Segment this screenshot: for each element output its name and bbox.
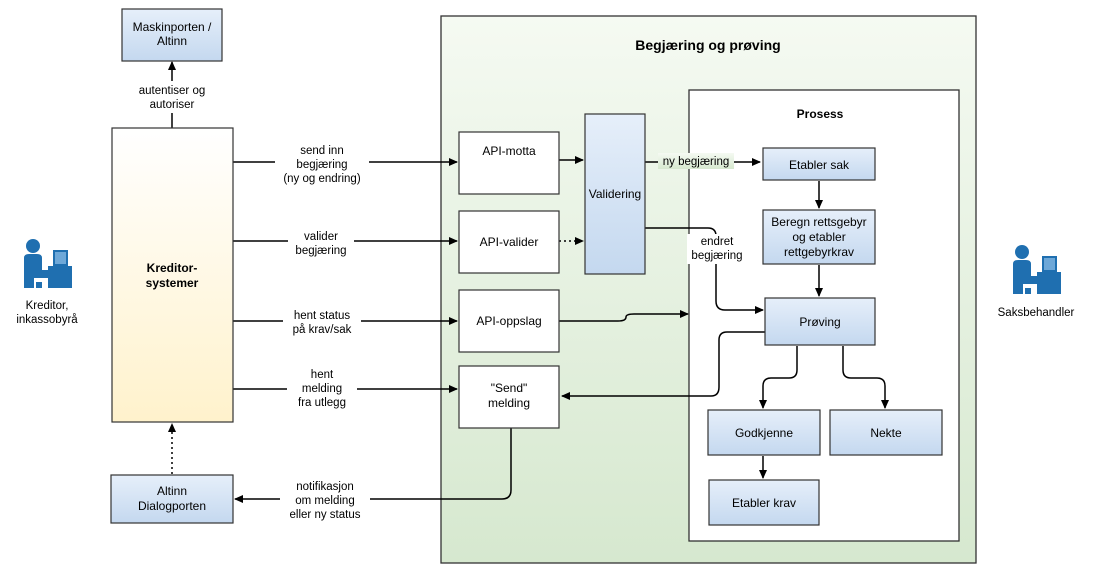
kreditor-systemer-label-1: Kreditor-: [147, 261, 198, 275]
label-endret-2: begjæring: [691, 250, 742, 262]
beregn-label-3: rettgebyrkrav: [784, 245, 854, 259]
maskinporten-node[interactable]: Maskinporten / Altinn: [121, 8, 223, 62]
godkjenne-node[interactable]: Godkjenne: [707, 409, 821, 456]
altinn-dialog-label-2: Dialogporten: [138, 499, 206, 513]
edge-notifikasjon: [234, 428, 512, 503]
label-valider-2: begjæring: [295, 245, 346, 257]
saksbehandler-actor-label: Saksbehandler: [998, 307, 1075, 319]
kreditor-systemer-node[interactable]: Kreditor- systemer: [111, 127, 234, 423]
edge-labels: autentiser og autoriser send inn begjæri…: [133, 81, 747, 522]
edge-proving-godkjenne: [759, 346, 798, 409]
kreditor-actor: Kreditor, inkassobyrå: [16, 239, 78, 326]
edge-endret-begjaering: [645, 227, 764, 314]
api-motta-node[interactable]: API-motta: [458, 131, 560, 195]
etabler-krav-node[interactable]: Etabler krav: [708, 479, 820, 526]
etabler-sak-node[interactable]: Etabler sak: [762, 147, 876, 181]
api-valider-node[interactable]: API-valider: [458, 210, 560, 274]
kreditor-actor-label-2: inkassobyrå: [16, 314, 78, 326]
label-hent-melding-1: hent: [311, 369, 334, 381]
proving-node[interactable]: Prøving: [764, 297, 876, 346]
person-at-computer-icon: [1013, 245, 1061, 294]
label-hent-melding-3: fra utlegg: [298, 397, 346, 409]
validering-label: Validering: [589, 187, 641, 201]
label-notifikasjon-1: notifikasjon: [296, 481, 354, 493]
proving-label: Prøving: [799, 315, 840, 329]
api-oppslag-label: API-oppslag: [476, 314, 541, 328]
api-oppslag-node[interactable]: API-oppslag: [458, 289, 560, 353]
kreditor-actor-label-1: Kreditor,: [26, 300, 69, 312]
label-notifikasjon-3: eller ny status: [290, 509, 361, 521]
label-autentiser-2: autoriser: [150, 99, 195, 111]
label-hent-status-2: på krav/sak: [293, 324, 352, 336]
label-hent-status-1: hent status: [294, 310, 351, 322]
edge-proving-send: [561, 331, 765, 400]
api-motta-label: API-motta: [482, 144, 536, 158]
edge-oppslag-prosess: [559, 310, 689, 322]
etabler-krav-label: Etabler krav: [732, 496, 796, 510]
altinn-dialogporten-node[interactable]: Altinn Dialogporten: [110, 474, 234, 524]
saksbehandler-actor: Saksbehandler: [998, 245, 1075, 319]
person-at-computer-icon: [24, 239, 72, 288]
etabler-sak-label: Etabler sak: [789, 158, 850, 172]
send-melding-label-2: melding: [488, 396, 530, 410]
outer-title: Begjæring og prøving: [635, 37, 780, 53]
label-send-inn-1: send inn: [300, 145, 343, 157]
inner-title: Prosess: [797, 107, 844, 121]
nekte-label: Nekte: [870, 426, 902, 440]
send-melding-label-1: "Send": [491, 381, 528, 395]
label-ny-begjaering: ny begjæring: [663, 156, 729, 168]
label-send-inn-2: begjæring: [296, 159, 347, 171]
nekte-node[interactable]: Nekte: [829, 409, 943, 456]
label-send-inn-3: (ny og endring): [283, 173, 361, 185]
maskinporten-label-2: Altinn: [157, 34, 187, 48]
kreditor-systemer-label-2: systemer: [146, 276, 199, 290]
label-valider-1: valider: [304, 231, 338, 243]
label-endret-1: endret: [701, 236, 734, 248]
validering-node[interactable]: Validering: [584, 113, 646, 275]
send-melding-node[interactable]: "Send" melding: [458, 365, 560, 429]
label-notifikasjon-2: om melding: [295, 495, 354, 507]
godkjenne-label: Godkjenne: [735, 426, 793, 440]
label-autentiser-1: autentiser og: [139, 85, 206, 97]
altinn-dialog-label-1: Altinn: [157, 484, 187, 498]
beregn-label-1: Beregn rettsgebyr: [771, 215, 866, 229]
edge-proving-nekte: [842, 346, 889, 409]
maskinporten-label-1: Maskinporten /: [133, 20, 212, 34]
api-valider-label: API-valider: [480, 235, 539, 249]
label-hent-melding-2: melding: [302, 383, 342, 395]
beregn-label-2: og etabler: [792, 230, 845, 244]
beregn-rettsgebyr-node[interactable]: Beregn rettsgebyr og etabler rettgebyrkr…: [762, 209, 876, 265]
